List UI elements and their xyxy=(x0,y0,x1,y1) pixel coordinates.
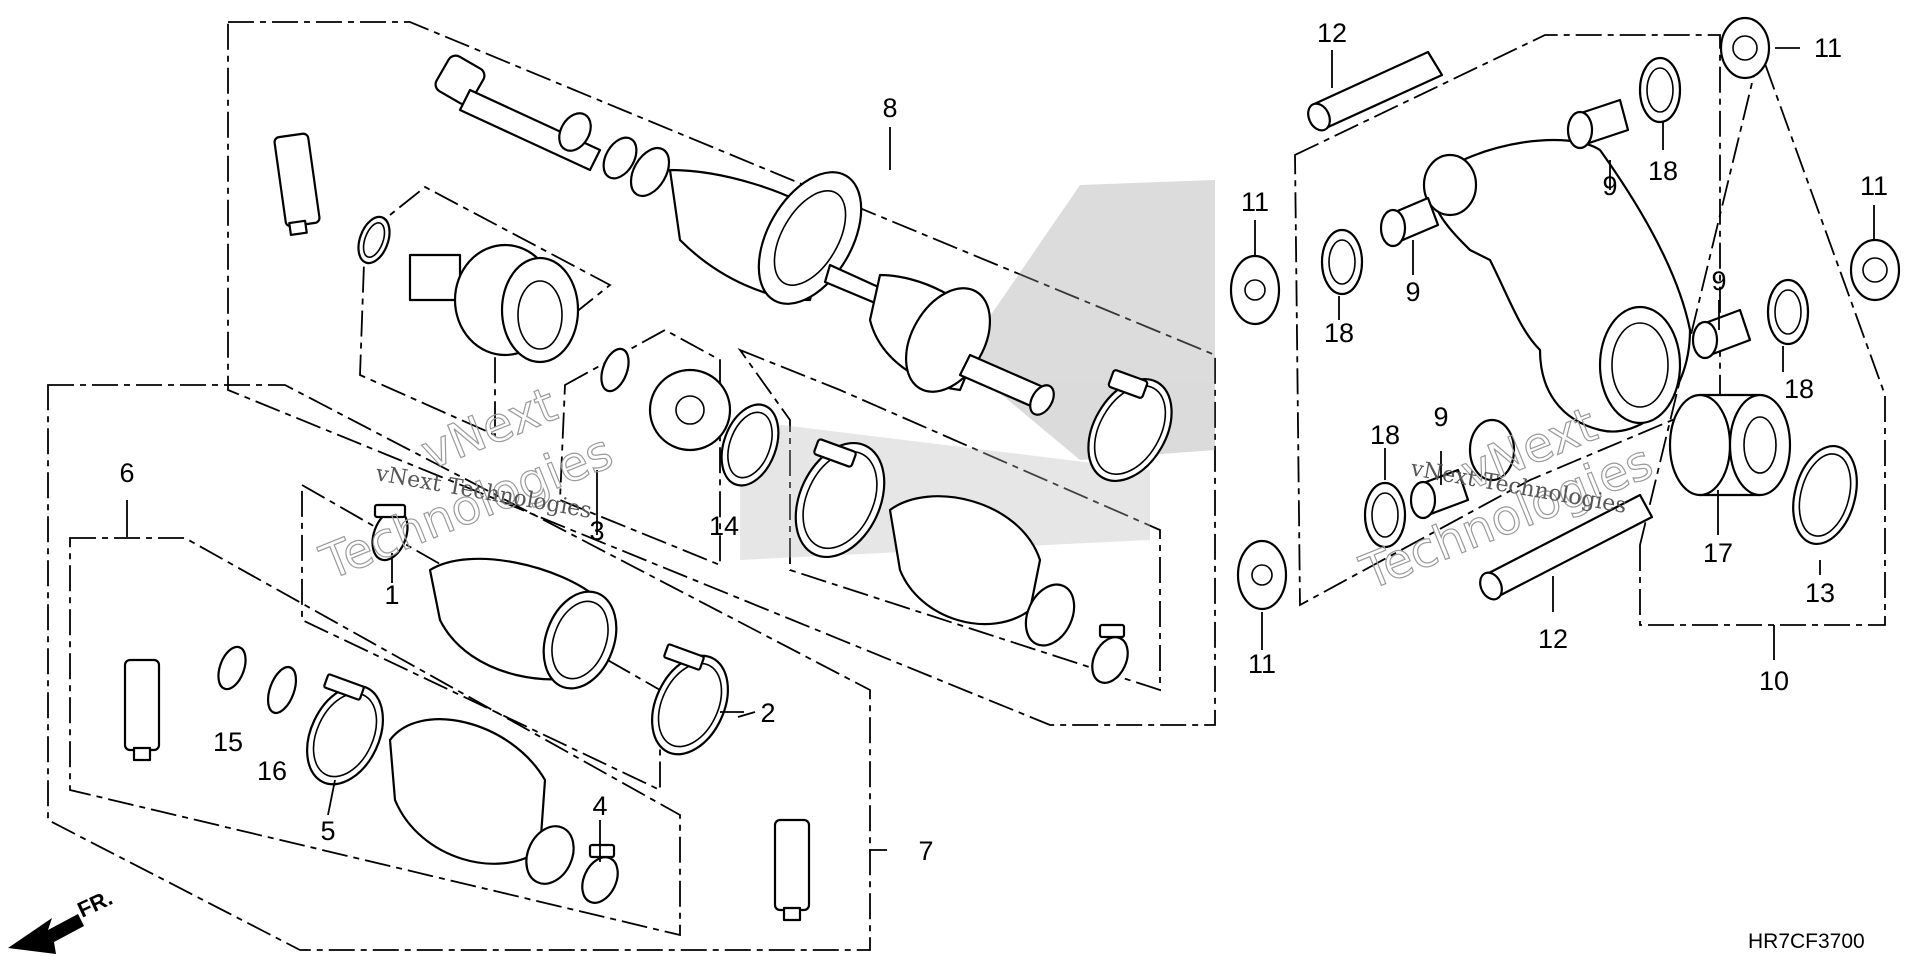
callout-6: 6 xyxy=(119,458,134,488)
seal-18-right xyxy=(1766,278,1810,346)
group-8-outline xyxy=(227,21,1216,726)
front-indicator: FR. xyxy=(8,885,116,954)
seal-18-left-upper xyxy=(1320,228,1364,296)
bearing-cage xyxy=(648,368,732,452)
boot-outer-middle xyxy=(888,495,1076,647)
grease-tube-lower-right xyxy=(773,818,811,922)
pipe-12-lower xyxy=(1479,493,1654,601)
group-14-outline xyxy=(559,328,721,567)
cap-11-left-lower xyxy=(1236,539,1288,611)
snap-ring-mid xyxy=(600,347,630,393)
boot-inner-1 xyxy=(428,557,618,690)
callout-3: 3 xyxy=(589,516,604,546)
callout-2: 2 xyxy=(760,698,775,728)
callout-11-right: 11 xyxy=(1860,171,1888,201)
callout-18-left-upper: 18 xyxy=(1324,318,1354,348)
callout-9-left: 9 xyxy=(1405,277,1420,307)
callout-18-right: 18 xyxy=(1784,374,1814,404)
bushing-9-top xyxy=(1566,98,1630,150)
callout-12-lower: 12 xyxy=(1538,624,1568,654)
boot-clamp-1 xyxy=(371,503,409,562)
callout-numbers: 1 2 3 4 5 6 7 8 9 9 9 9 10 11 11 11 11 1… xyxy=(119,18,1888,866)
group-outer-boot-outline xyxy=(737,348,1161,692)
clamp-band-upper xyxy=(1087,369,1173,483)
callout-1: 1 xyxy=(384,580,399,610)
front-label: FR. xyxy=(74,885,117,923)
circlip-13 xyxy=(1792,444,1858,546)
callout-9-bottom: 9 xyxy=(1433,402,1448,432)
callout-11-left-lower: 11 xyxy=(1248,649,1276,679)
callout-15: 15 xyxy=(213,727,243,757)
callout-4: 4 xyxy=(592,791,607,821)
callout-14: 14 xyxy=(709,511,739,541)
callout-8: 8 xyxy=(882,93,897,123)
callout-13: 13 xyxy=(1805,578,1835,608)
boot-lower xyxy=(388,718,575,885)
cap-11-upper-right xyxy=(1719,16,1771,80)
callout-9-top: 9 xyxy=(1602,171,1617,201)
callout-16: 16 xyxy=(257,756,287,786)
seal-18-left-lower xyxy=(1363,481,1407,549)
bearing-17 xyxy=(1668,393,1792,497)
drawing-code: HR7CF3700 xyxy=(1748,930,1865,953)
snap-ring-upper-left xyxy=(357,215,391,265)
callout-10: 10 xyxy=(1759,666,1789,696)
bushing-9-right xyxy=(1691,308,1752,360)
callout-7: 7 xyxy=(918,836,933,866)
inner-joint-housing xyxy=(408,243,580,364)
callout-11-upper-right: 11 xyxy=(1814,33,1842,63)
callout-18-left-lower: 18 xyxy=(1370,420,1400,450)
circlip-14 xyxy=(720,403,780,487)
grease-tube-top xyxy=(273,132,321,237)
group-7-outline xyxy=(47,384,871,951)
boot-clamp-5 xyxy=(306,673,384,786)
group-6-outline xyxy=(69,537,681,937)
group-10-outline xyxy=(1639,46,1886,626)
callout-17: 17 xyxy=(1703,538,1733,568)
callout-12-upper: 12 xyxy=(1317,18,1347,48)
front-arrow-icon xyxy=(8,914,84,954)
circlip-15 xyxy=(217,645,247,691)
grease-tube-lower-left xyxy=(123,658,161,762)
boot-clamp-2 xyxy=(651,643,729,756)
seal-18-top xyxy=(1638,56,1682,124)
callout-5: 5 xyxy=(320,816,335,846)
circlip-16 xyxy=(266,665,298,715)
bushing-9-bottom xyxy=(1409,468,1470,520)
boot-clamp-small-middle xyxy=(1091,623,1129,684)
callout-18-top: 18 xyxy=(1648,156,1678,186)
boot-clamp-4 xyxy=(581,843,619,904)
pipe-12-upper xyxy=(1307,50,1444,132)
cap-11-left-upper xyxy=(1229,254,1281,326)
swing-arm xyxy=(1422,138,1692,482)
boot-clamp-large xyxy=(794,438,886,559)
cap-11-right xyxy=(1849,238,1901,302)
axle-shaft-assembly xyxy=(434,54,1055,416)
leader-lines xyxy=(126,47,1875,862)
bushing-9-left xyxy=(1379,196,1440,248)
callout-9-right: 9 xyxy=(1711,266,1726,296)
callout-11-left-upper: 11 xyxy=(1241,187,1269,217)
